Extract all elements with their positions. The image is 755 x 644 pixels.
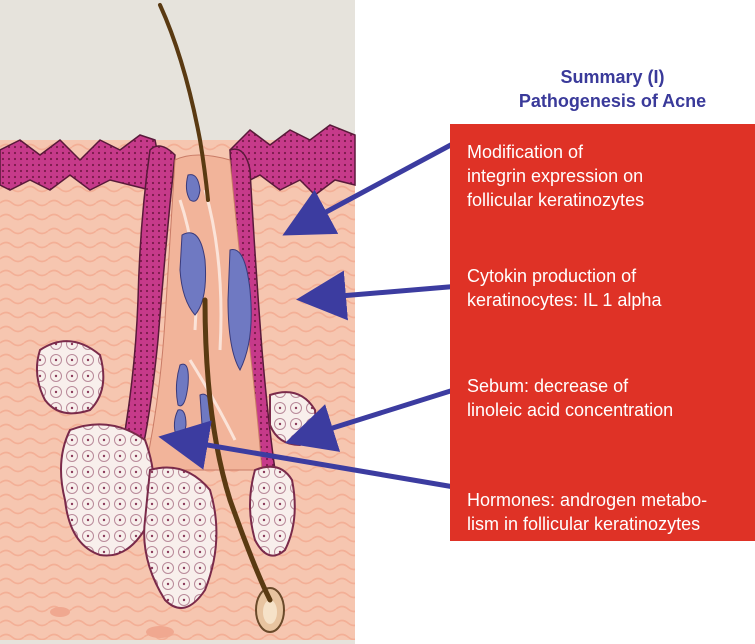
sebaceous-gland bbox=[61, 424, 154, 555]
label-line: integrin expression on bbox=[467, 164, 755, 188]
label-line: Sebum: decrease of bbox=[467, 374, 755, 398]
label-line: linoleic acid concentration bbox=[467, 398, 755, 422]
title-line-1: Summary (I) bbox=[470, 65, 755, 89]
sebaceous-gland bbox=[250, 467, 295, 556]
label-cytokin: Cytokin production of keratinocytes: IL … bbox=[467, 264, 755, 312]
label-line: Hormones: androgen metabo- bbox=[467, 488, 755, 512]
label-hormones: Hormones: androgen metabo- lism in folli… bbox=[467, 488, 755, 536]
label-integrin: Modification of integrin expression on f… bbox=[467, 140, 755, 212]
label-line: Modification of bbox=[467, 140, 755, 164]
keratin-plug bbox=[174, 410, 186, 437]
label-line: keratinocytes: IL 1 alpha bbox=[467, 288, 755, 312]
label-line: lism in follicular keratinozytes bbox=[467, 512, 755, 536]
sebaceous-gland bbox=[37, 341, 103, 413]
title-line-2: Pathogenesis of Acne bbox=[470, 89, 755, 113]
label-sebum: Sebum: decrease of linoleic acid concent… bbox=[467, 374, 755, 422]
label-line: Cytokin production of bbox=[467, 264, 755, 288]
label-line: follicular keratinozytes bbox=[467, 188, 755, 212]
